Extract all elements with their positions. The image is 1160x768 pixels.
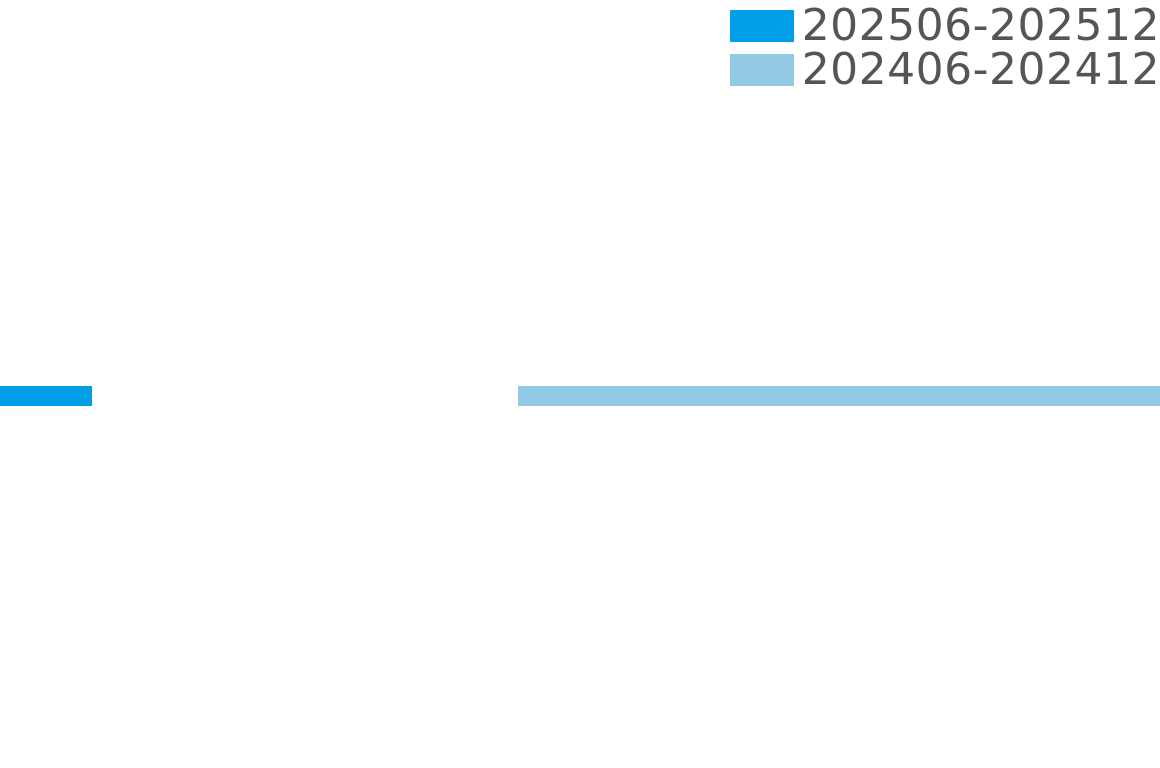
bar-previous-period <box>518 386 1160 406</box>
legend-item-previous: 202406-202412 <box>729 44 1160 95</box>
legend-swatch-current <box>729 10 794 42</box>
legend-swatch-previous <box>729 54 794 86</box>
legend-label-current: 202506-202512 <box>801 0 1160 51</box>
legend-label-previous: 202406-202412 <box>801 44 1160 95</box>
bar-current-period <box>0 386 92 406</box>
chart-legend: 202506-202512 202406-202412 <box>729 0 1160 95</box>
legend-item-current: 202506-202512 <box>729 0 1160 51</box>
